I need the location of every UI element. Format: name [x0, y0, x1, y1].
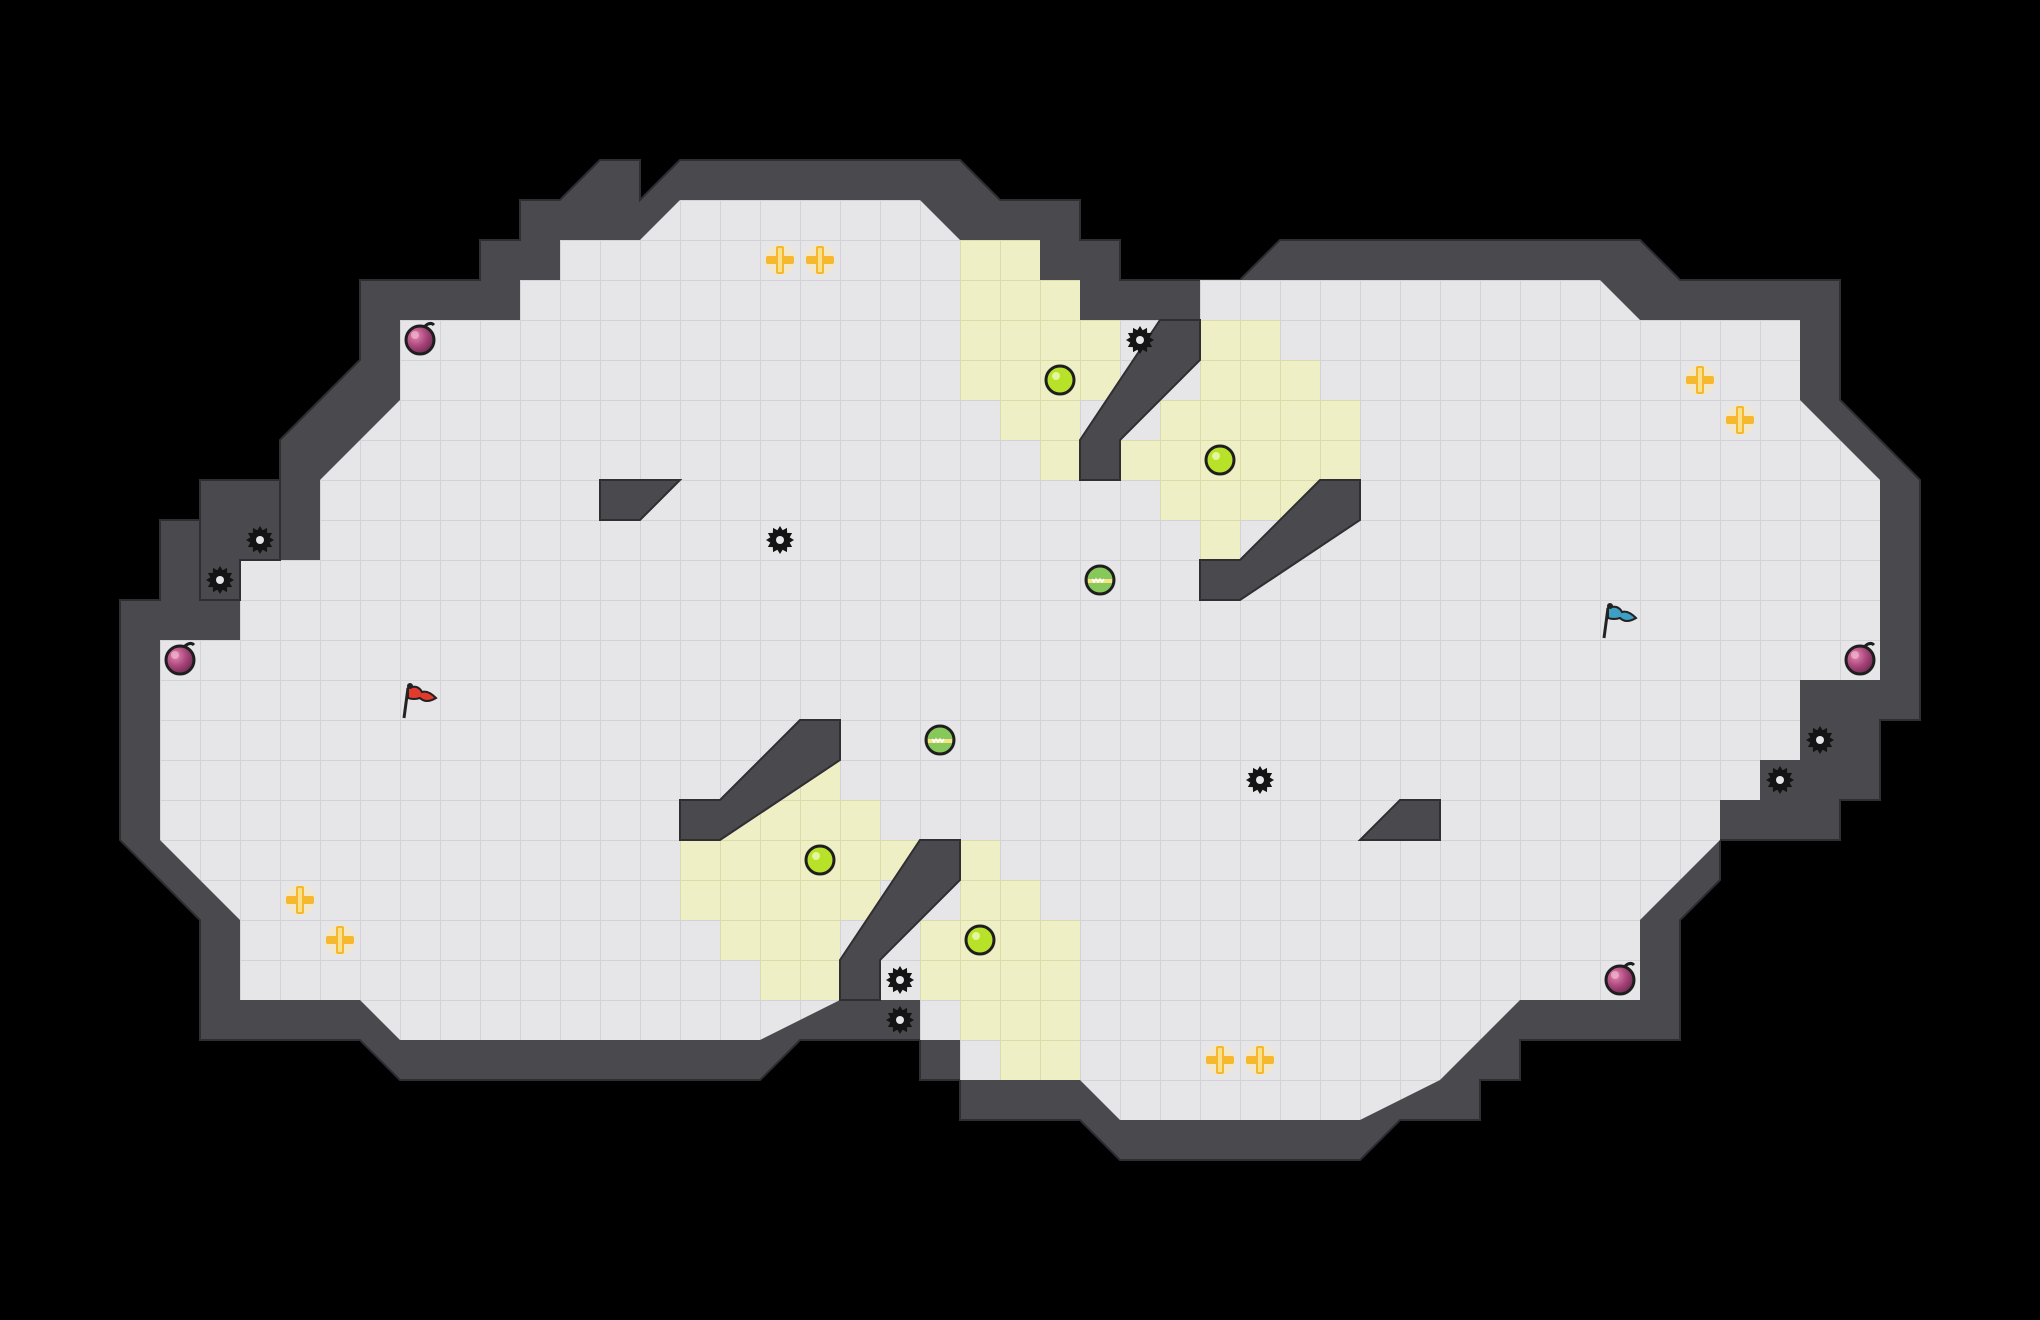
spike-icon [1126, 326, 1154, 354]
wall-diagonal-bottom-left [679, 719, 841, 841]
boost-icon[interactable] [1204, 444, 1236, 476]
powerup-icon[interactable] [1685, 365, 1715, 395]
boost-icon[interactable] [804, 844, 836, 876]
powerup-icon[interactable] [285, 885, 315, 915]
inner-walls [199, 319, 1441, 1001]
bomb-icon [1604, 961, 1636, 996]
spike-icon [766, 526, 794, 554]
red-flag-icon[interactable] [402, 683, 438, 719]
boost-icon[interactable] [964, 924, 996, 956]
wall-small-right [1357, 799, 1441, 841]
spike-icon [886, 966, 914, 994]
floor [160, 200, 1880, 1120]
powerup-icon[interactable] [1205, 1045, 1235, 1075]
boost-zones [680, 240, 1360, 1080]
boost-icon[interactable] [1044, 364, 1076, 396]
entities [164, 245, 1876, 1075]
wall-diagonal-right [1199, 479, 1361, 601]
bomb-icon [404, 321, 436, 356]
spike-icon [246, 526, 274, 554]
blue-flag-icon[interactable] [1602, 603, 1638, 639]
bomb-icon [164, 641, 196, 676]
spike-icon [1806, 726, 1834, 754]
spike-icon [206, 566, 234, 594]
wall-diagonal-bottom-middle [839, 839, 961, 1001]
portal-icon[interactable] [924, 724, 956, 756]
spike-icon [1766, 766, 1794, 794]
wall-small-left [599, 479, 683, 521]
powerup-icon[interactable] [805, 245, 835, 275]
powerup-icon[interactable] [765, 245, 795, 275]
bomb-icon [1844, 641, 1876, 676]
spike-icon [886, 1006, 914, 1034]
spike-icon [1246, 766, 1274, 794]
wall-diagonal-top-middle [1079, 319, 1201, 481]
powerup-icon[interactable] [325, 925, 355, 955]
portal-icon[interactable] [1084, 564, 1116, 596]
powerup-icon[interactable] [1725, 405, 1755, 435]
boost-zone-bottom [920, 840, 1080, 1080]
floor-area [160, 200, 1880, 1120]
boost-zone-top [960, 240, 1120, 480]
powerup-icon[interactable] [1245, 1045, 1275, 1075]
